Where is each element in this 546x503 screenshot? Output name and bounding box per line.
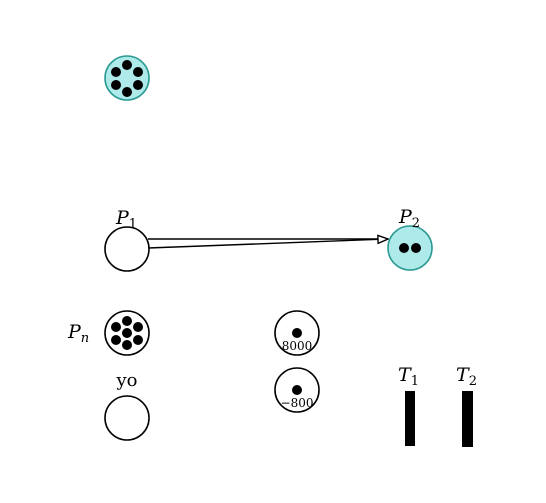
- place-top[interactable]: [104, 55, 150, 101]
- place-w2-weight: −800: [281, 396, 314, 410]
- token: [111, 80, 121, 90]
- token: [111, 67, 121, 77]
- place-p1-circle[interactable]: [104, 226, 150, 272]
- token: [122, 60, 132, 70]
- place-p2-label: P2: [398, 206, 420, 231]
- place-top-tokens: [111, 60, 143, 97]
- place-p2-tokens: [399, 243, 421, 253]
- place-yo-label: yo: [115, 370, 137, 391]
- place-p1-label: P1: [115, 207, 137, 232]
- transition-t1-label: T1: [398, 364, 419, 389]
- place-pn-tokens: [111, 316, 143, 350]
- arc-line-lower: [147, 239, 388, 249]
- place-pn[interactable]: Pn: [67, 310, 150, 356]
- place-pn-label: Pn: [67, 321, 89, 346]
- token: [133, 67, 143, 77]
- place-p2[interactable]: P2: [387, 206, 433, 271]
- token: [111, 322, 121, 332]
- token: [122, 340, 132, 350]
- transition-t1[interactable]: T1: [398, 364, 419, 446]
- transition-t2-bar[interactable]: [462, 391, 473, 447]
- transition-t2-label: T2: [456, 364, 477, 389]
- token: [133, 322, 143, 332]
- token: [122, 328, 132, 338]
- place-w1-tokens: [292, 328, 302, 338]
- place-p1[interactable]: P1: [104, 207, 150, 272]
- place-w1[interactable]: 8000: [274, 310, 320, 356]
- place-w2[interactable]: −800: [274, 367, 320, 413]
- place-w1-weight: 8000: [282, 339, 313, 353]
- transition-t2[interactable]: T2: [456, 364, 477, 447]
- place-p2-circle[interactable]: [387, 225, 433, 271]
- token: [122, 316, 132, 326]
- token: [292, 385, 302, 395]
- token: [122, 87, 132, 97]
- token: [133, 335, 143, 345]
- arc-p1-p2: [147, 239, 388, 249]
- token: [133, 80, 143, 90]
- place-w2-tokens: [292, 385, 302, 395]
- token: [292, 328, 302, 338]
- place-yo[interactable]: yo: [104, 370, 150, 441]
- token: [111, 335, 121, 345]
- token: [399, 243, 409, 253]
- transition-t1-bar[interactable]: [405, 391, 415, 446]
- place-yo-circle[interactable]: [104, 395, 150, 441]
- token: [411, 243, 421, 253]
